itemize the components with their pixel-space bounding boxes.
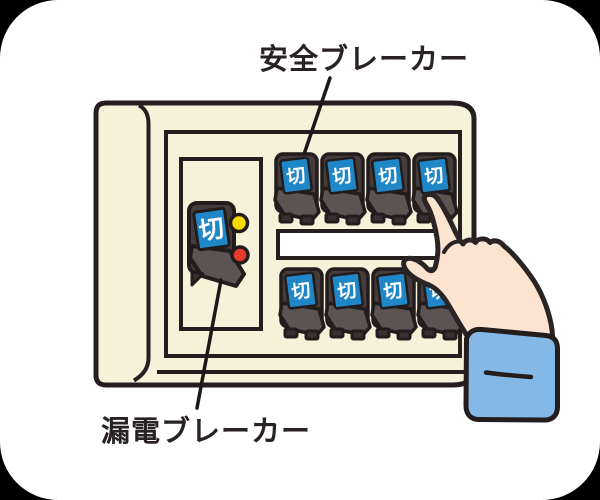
sleeve-fold-line (483, 370, 534, 380)
breaker-off-label: 切 (331, 164, 353, 188)
breaker-off-label: 切 (423, 164, 445, 188)
safety-breaker-bottom-2: 切 (324, 267, 372, 341)
safety-breaker-row-top: 切 切 切 切 (273, 152, 459, 226)
breaker-off-label: 切 (382, 279, 404, 303)
breaker-off-label: 切 (197, 214, 226, 245)
breaker-off-label: 切 (336, 279, 358, 303)
safety-breaker-top-3: 切 (365, 152, 413, 226)
circuit-name-strip (276, 229, 444, 260)
indicator-lamp-red (230, 245, 250, 265)
main-breaker-section (179, 157, 263, 331)
indicator-lamp-yellow (228, 212, 250, 234)
safety-breaker-top-4: 切 (411, 152, 459, 226)
pointing-hand (401, 191, 560, 423)
breaker-off-label: 切 (377, 164, 399, 188)
breaker-off-label: 切 (290, 279, 312, 303)
panel-side-fold-line (132, 103, 151, 383)
breaker-off-label: 切 (285, 164, 307, 188)
safety-breaker-bottom-1: 切 (278, 267, 326, 341)
distribution-board (93, 100, 477, 388)
leakage-breaker-label: 漏電ブレーカー (101, 414, 311, 448)
main-leakage-breaker: 切 (187, 201, 246, 288)
safety-breaker-label: 安全ブレーカー (259, 42, 469, 76)
safety-breaker-top-1: 切 (273, 152, 321, 226)
safety-breaker-bottom-3: 切 (370, 267, 418, 341)
finger-crease-line (442, 239, 461, 254)
safety-breaker-top-2: 切 (319, 152, 367, 226)
leader-line-leakage-breaker (195, 278, 223, 410)
hand (401, 191, 556, 344)
leader-line-safety-breaker (298, 76, 332, 168)
